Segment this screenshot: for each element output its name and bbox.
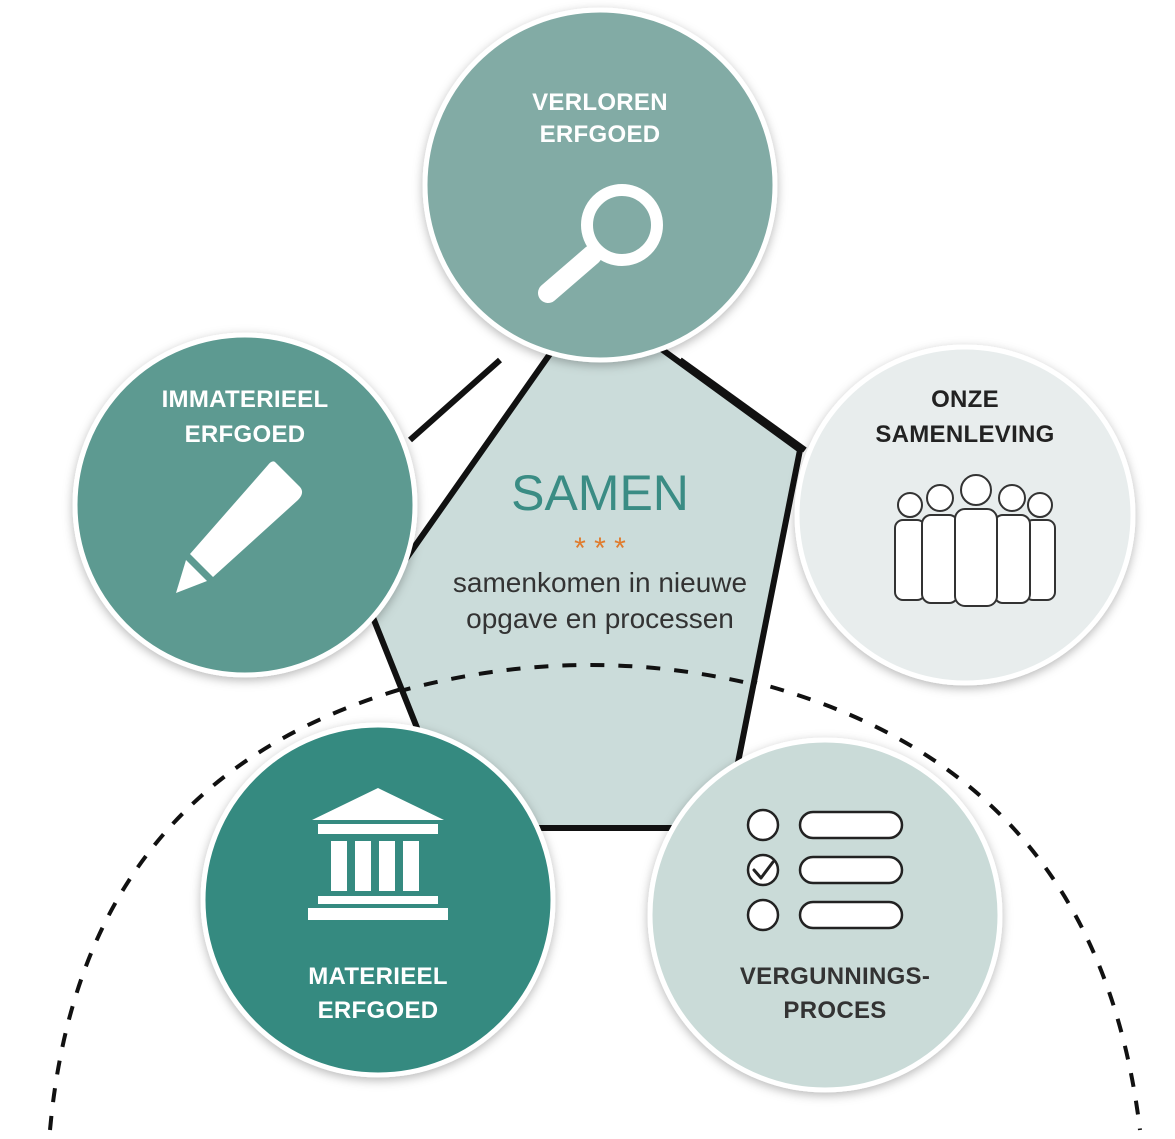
node-title-line1: IMMATERIEEL bbox=[162, 386, 329, 413]
node-onze-samenleving[interactable]: ONZE SAMENLEVING bbox=[794, 344, 1136, 686]
node-vergunningsproces[interactable]: VERGUNNINGS- PROCES bbox=[647, 737, 1003, 1093]
node-title-line2: ERFGOED bbox=[185, 421, 306, 448]
node-materieel-erfgoed[interactable]: MATERIEEL ERFGOED bbox=[200, 722, 556, 1078]
magnifier-icon bbox=[538, 184, 663, 303]
node-title-line2: ERFGOED bbox=[318, 997, 439, 1024]
node-title-line1: MATERIEEL bbox=[308, 963, 448, 990]
node-title-line2: ERFGOED bbox=[540, 121, 661, 148]
center-stars: * * * bbox=[574, 532, 626, 565]
node-immaterieel-erfgoed[interactable]: IMMATERIEEL ERFGOED bbox=[72, 332, 418, 678]
center-subtitle-line2: opgave en processen bbox=[466, 603, 734, 634]
node-circle bbox=[422, 7, 778, 363]
pencil-icon bbox=[176, 461, 303, 593]
checklist-icon bbox=[746, 808, 904, 932]
node-title-line1: ONZE bbox=[931, 386, 999, 413]
center-title: SAMEN bbox=[511, 465, 689, 521]
inner-dashed-arc bbox=[370, 663, 800, 702]
people-group-icon bbox=[894, 474, 1056, 607]
node-title-line2: PROCES bbox=[783, 997, 886, 1024]
pentagon-edges bbox=[408, 357, 807, 453]
node-title-line1: VERGUNNINGS- bbox=[740, 963, 930, 990]
node-title-line1: VERLOREN bbox=[532, 89, 668, 116]
node-title-line2: SAMENLEVING bbox=[875, 421, 1054, 448]
museum-building-icon bbox=[308, 788, 448, 920]
center-subtitle-line1: samenkomen in nieuwe bbox=[453, 567, 747, 598]
node-verloren-erfgoed[interactable]: VERLOREN ERFGOED bbox=[422, 7, 778, 363]
